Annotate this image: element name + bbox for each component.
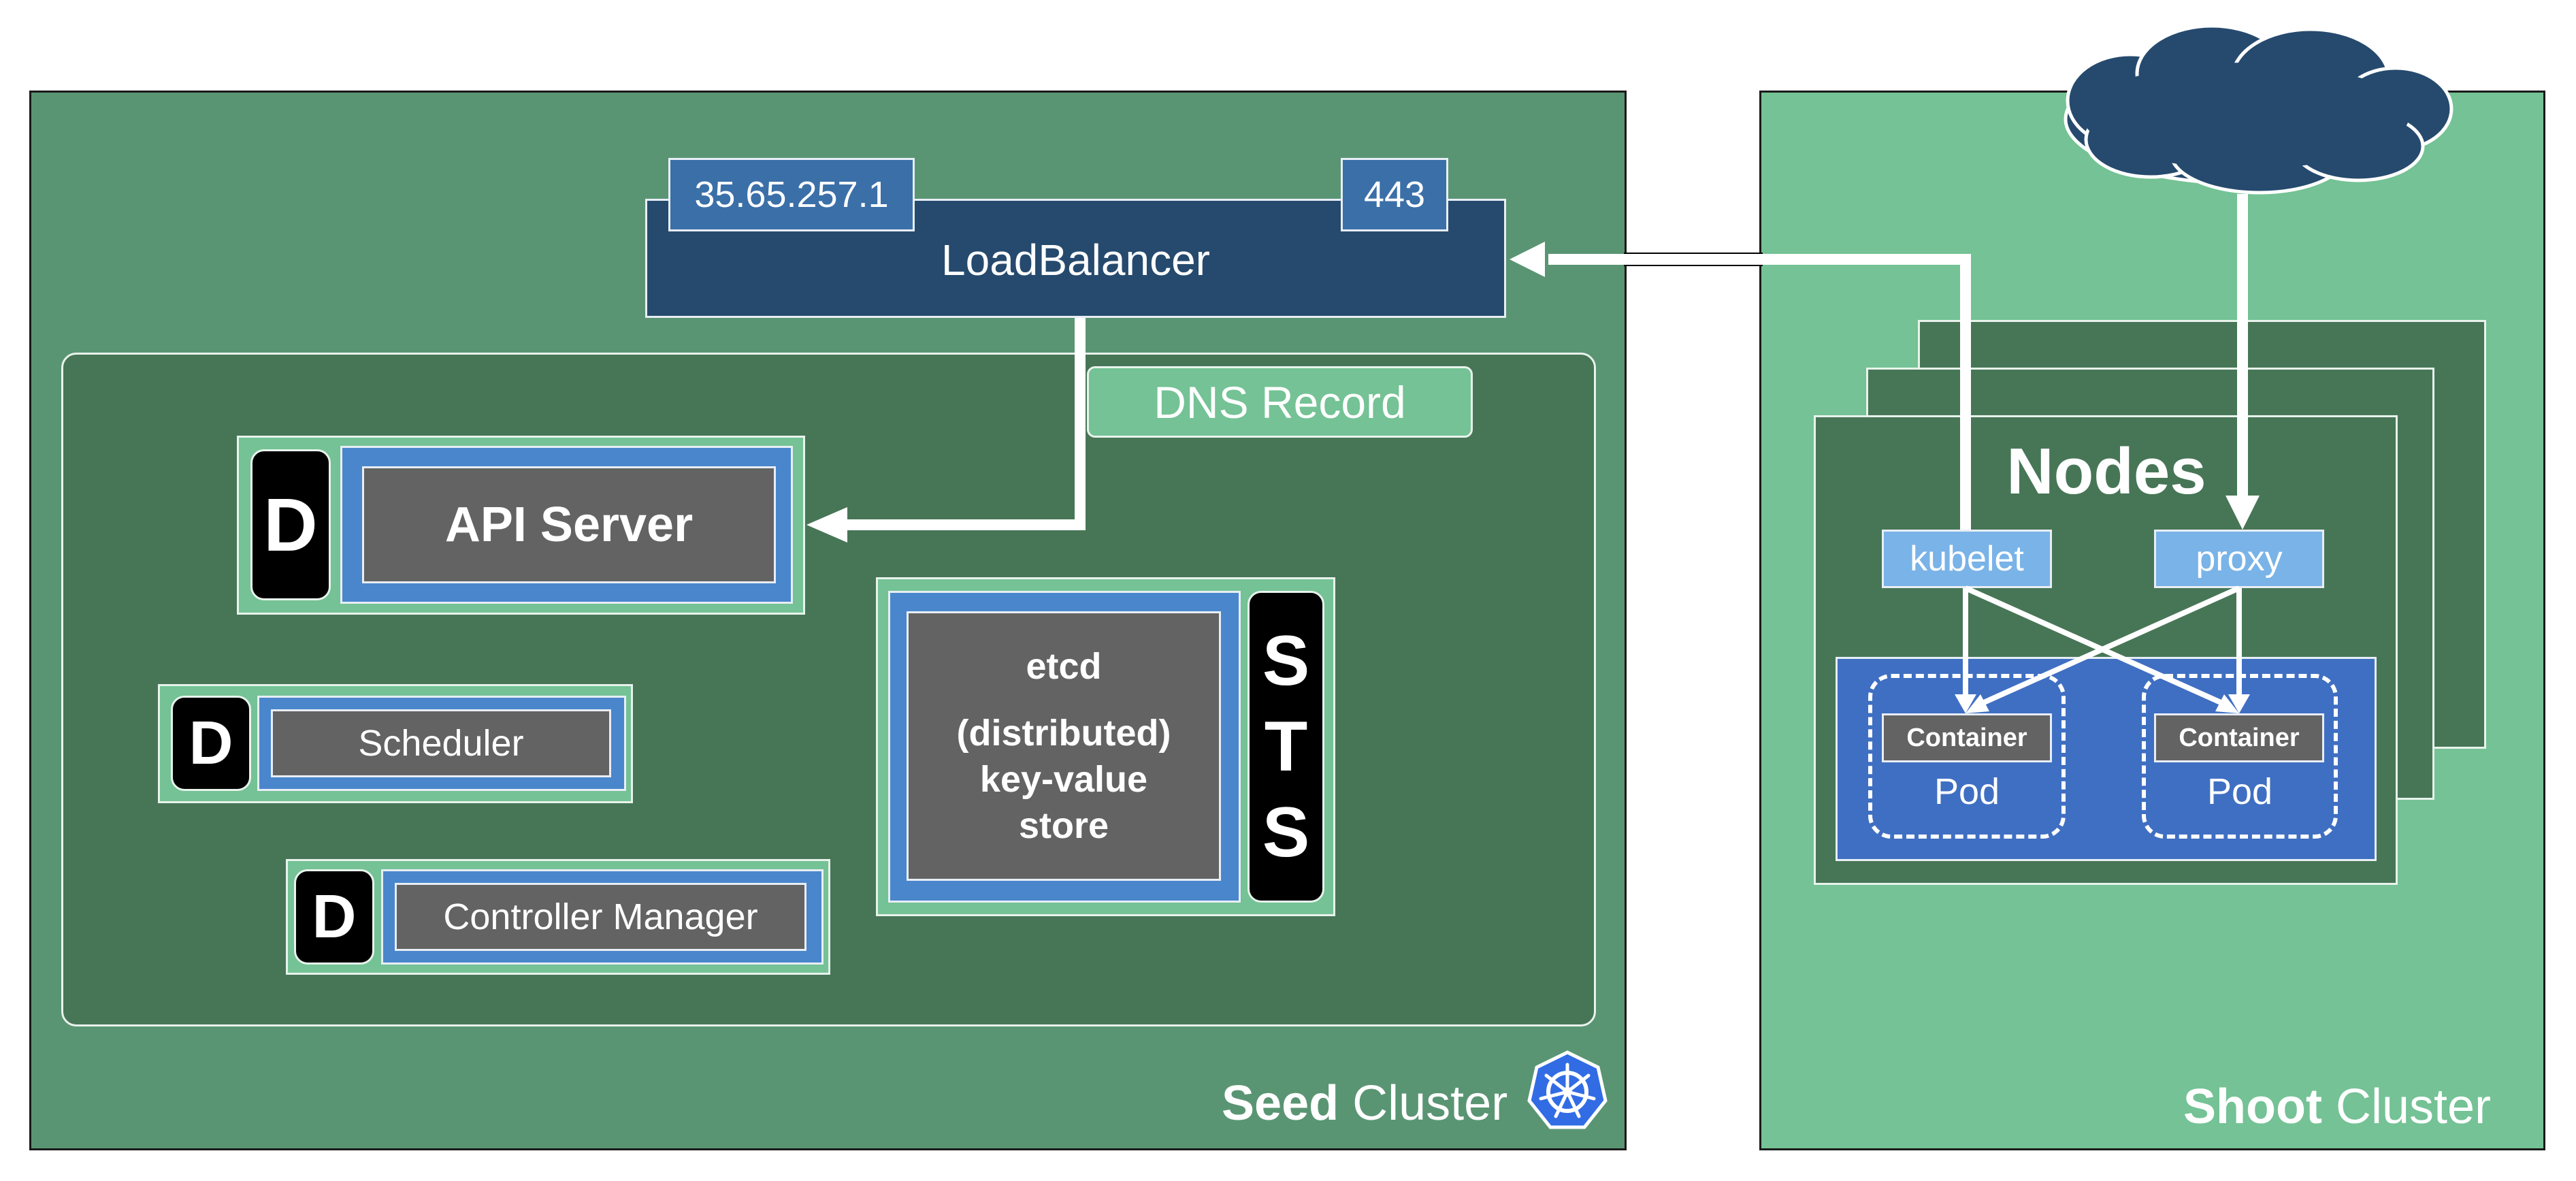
etcd: etcd (distributed) key-value store bbox=[907, 611, 1221, 881]
sts-letter: S bbox=[1262, 793, 1310, 872]
nodes-title: Nodes bbox=[1974, 429, 2239, 514]
sts-letter: S bbox=[1262, 621, 1310, 700]
container-label: Container bbox=[2179, 723, 2300, 752]
controller-manager-label: Controller Manager bbox=[443, 896, 758, 937]
pod-label: Pod bbox=[1868, 768, 2066, 815]
shoot-cluster-label-bold: Shoot bbox=[2183, 1080, 2322, 1134]
proxy: proxy bbox=[2154, 530, 2324, 588]
load-balancer-ip: 35.65.257.1 bbox=[668, 158, 915, 231]
etcd-desc-line: (distributed) bbox=[956, 713, 1171, 754]
deployment-marker-text: D bbox=[263, 483, 318, 567]
sts-letter: T bbox=[1264, 707, 1308, 786]
seed-cluster-label: Seed Cluster bbox=[1222, 1075, 1507, 1131]
shoot-cluster-label-rest: Cluster bbox=[2335, 1080, 2492, 1134]
nodes-title-text: Nodes bbox=[2006, 434, 2206, 508]
container: Container bbox=[2154, 713, 2324, 762]
deployment-marker: D bbox=[250, 449, 331, 600]
controller-manager: Controller Manager bbox=[395, 883, 806, 951]
proxy-label: proxy bbox=[2196, 539, 2283, 579]
dns-record-label: DNS Record bbox=[1154, 376, 1406, 427]
pod-label-text: Pod bbox=[1934, 771, 2000, 812]
load-balancer-ip-text: 35.65.257.1 bbox=[694, 174, 889, 215]
container: Container bbox=[1882, 713, 2052, 762]
container-label: Container bbox=[1906, 723, 2027, 752]
load-balancer-port-text: 443 bbox=[1363, 174, 1426, 215]
kubernetes-logo-icon bbox=[1526, 1050, 1609, 1133]
kubelet-label: kubelet bbox=[1910, 539, 2024, 579]
scheduler-label: Scheduler bbox=[358, 723, 524, 764]
statefulset-marker: S T S bbox=[1248, 591, 1324, 903]
api-server: API Server bbox=[362, 466, 776, 583]
scheduler: Scheduler bbox=[271, 709, 611, 777]
seed-cluster-label-rest: Cluster bbox=[1352, 1076, 1508, 1131]
etcd-title: etcd bbox=[1026, 646, 1102, 687]
deployment-marker-text: D bbox=[189, 709, 233, 777]
pod-label-text: Pod bbox=[2206, 771, 2273, 812]
dns-record: DNS Record bbox=[1087, 366, 1473, 438]
seed-cluster-label-bold: Seed bbox=[1222, 1076, 1339, 1131]
deployment-marker: D bbox=[294, 869, 374, 965]
pod-label: Pod bbox=[2142, 768, 2338, 815]
load-balancer-label: LoadBalancer bbox=[941, 236, 1210, 285]
api-server-label: API Server bbox=[444, 498, 694, 552]
deployment-marker-text: D bbox=[312, 882, 357, 951]
shoot-cluster-label: Shoot Cluster bbox=[2183, 1079, 2491, 1135]
etcd-desc-line: key-value bbox=[979, 759, 1148, 800]
load-balancer-port: 443 bbox=[1341, 158, 1448, 231]
etcd-desc-line: store bbox=[1018, 805, 1109, 846]
deployment-marker: D bbox=[171, 696, 251, 791]
kubelet: kubelet bbox=[1882, 530, 2052, 588]
